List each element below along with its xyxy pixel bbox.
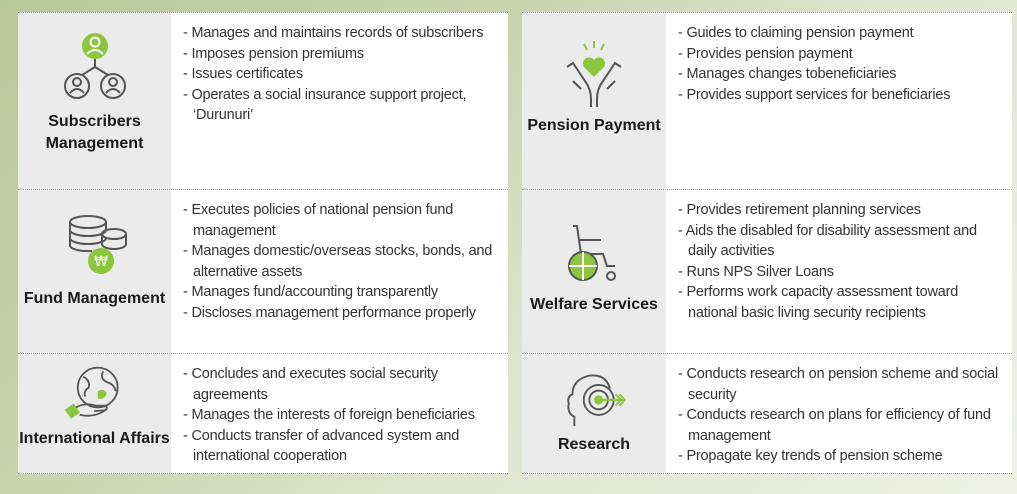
icon-cell: Subscribers Management [18, 13, 171, 189]
description-item: - Manages domestic/overseas stocks, bond… [183, 243, 493, 280]
row-welfare: Welfare Services - Provides retirement p… [522, 189, 1012, 353]
head-target-icon [559, 370, 629, 428]
description-item: - Operates a social insurance support pr… [183, 86, 467, 124]
description-item: - Issues certificates [183, 66, 303, 82]
description: - Provides retirement planning services … [666, 190, 1012, 353]
people-network-icon [60, 31, 130, 101]
row-fund: ₩ Fund Management - Executes policies of… [18, 189, 508, 353]
row-research: Research - Conducts research on pension … [522, 353, 1012, 474]
description-item: - Concludes and executes social security… [183, 366, 438, 403]
icon-cell: Welfare Services [522, 190, 666, 353]
section-title: Welfare Services [530, 296, 658, 313]
description-item: - Discloses management performance prope… [183, 304, 476, 321]
right-panel: Pension Payment - Guides to claiming pen… [522, 12, 1012, 474]
description-item: - Conducts transfer of advanced system a… [183, 427, 460, 465]
icon-cell: International Affairs [18, 354, 171, 473]
description: - Guides to claiming pension payment - P… [666, 13, 1012, 189]
description-item: - Guides to claiming pension payment [678, 25, 914, 41]
left-panel: Subscribers Management - Manages and mai… [18, 12, 508, 474]
description-item: - Aids the disabled for disability asses… [678, 222, 977, 260]
description-item: - Manages and maintains records of subsc… [183, 25, 484, 41]
row-subscribers: Subscribers Management - Manages and mai… [18, 12, 508, 189]
globe-hand-icon [60, 364, 130, 422]
section-title: Fund Management [23, 290, 166, 307]
svg-text:₩: ₩ [94, 254, 108, 270]
description-item: - Performs work capacity assessment towa… [678, 284, 959, 321]
description-item: - Executes policies of national pension … [183, 202, 454, 239]
section-title: Research [557, 436, 631, 453]
hands-heart-icon [559, 39, 629, 109]
row-pension: Pension Payment - Guides to claiming pen… [522, 12, 1012, 189]
description-item: - Provides retirement planning services [678, 202, 921, 218]
description: - Manages and maintains records of subsc… [171, 13, 508, 189]
description-item: - Conducts research on plans for efficie… [678, 407, 991, 444]
section-title: International Affairs [19, 430, 170, 447]
section-title: Subscribers Management [45, 113, 144, 152]
description-item: - Manages fund/accounting transparently [183, 284, 438, 300]
wheelchair-icon [559, 220, 629, 290]
icon-cell: Research [522, 354, 666, 473]
description-item: - Imposes pension premiums [183, 45, 364, 62]
description-item: - Conducts research on pension scheme an… [678, 366, 999, 403]
description: - Conducts research on pension scheme an… [666, 354, 1012, 473]
description: - Executes policies of national pension … [171, 190, 508, 353]
description-item: - Provides support services for benefici… [678, 86, 951, 103]
row-international: International Affairs - Concludes and ex… [18, 353, 508, 474]
description-item: - Provides pension payment [678, 45, 853, 62]
description-item: - Manages the interests of foreign benef… [183, 407, 475, 423]
icon-cell: Pension Payment [522, 13, 666, 189]
description-item: - Runs NPS Silver Loans [678, 263, 834, 280]
description-item: - Manages changes tobeneficiaries [678, 66, 897, 82]
icon-cell: ₩ Fund Management [18, 190, 171, 353]
coin-stack-won-icon: ₩ [60, 208, 130, 278]
description-item: - Propagate key trends of pension scheme [678, 448, 943, 464]
section-title: Pension Payment [527, 117, 661, 134]
description: - Concludes and executes social security… [171, 354, 508, 473]
